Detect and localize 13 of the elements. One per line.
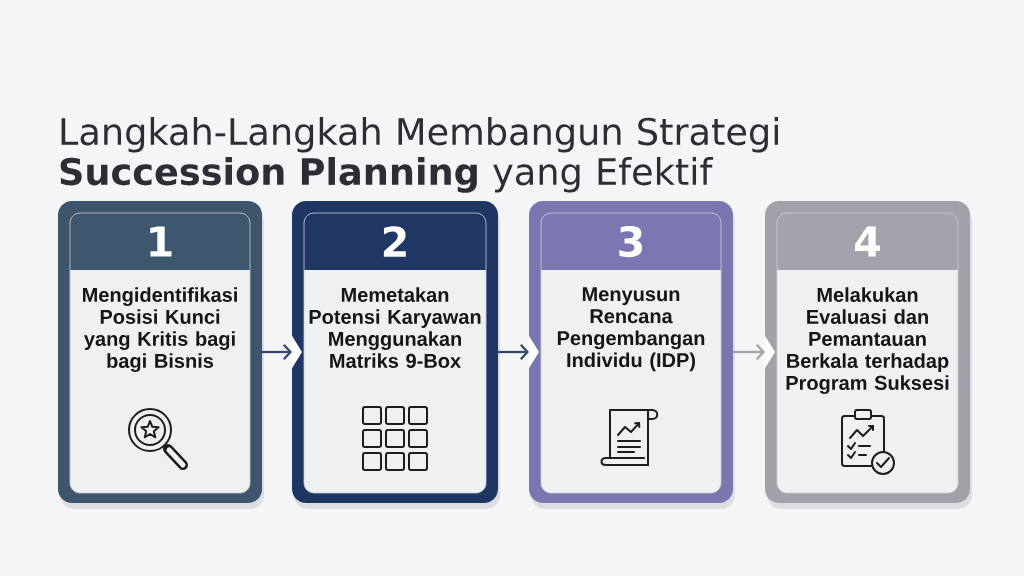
arrow <box>498 343 529 361</box>
step-number: 3 <box>619 225 643 258</box>
step-text: Melakukan Evaluasi dan Pemantauan Berkala terhadap Program Suksesi <box>786 287 949 394</box>
arrow <box>262 343 292 361</box>
title: Langkah-Langkah Membangun Strategi Succession Planning yang Efektif <box>60 117 778 193</box>
step-number: 4 <box>855 226 880 257</box>
step-number: 2 <box>383 226 406 257</box>
arrow <box>733 343 765 361</box>
step-text: Mengidentifikasi Posisi Kunci yang Kritis bagi bagi Bisnis <box>83 287 237 372</box>
step-text: Menyusun Rencana Pengembangan Individu (IDP) <box>557 287 705 372</box>
step-text: Memetakan Potensi Karyawan Menggunakan Matriks 9-Box <box>309 287 481 368</box>
step-card <box>58 201 264 509</box>
step-number: 1 <box>150 226 172 257</box>
